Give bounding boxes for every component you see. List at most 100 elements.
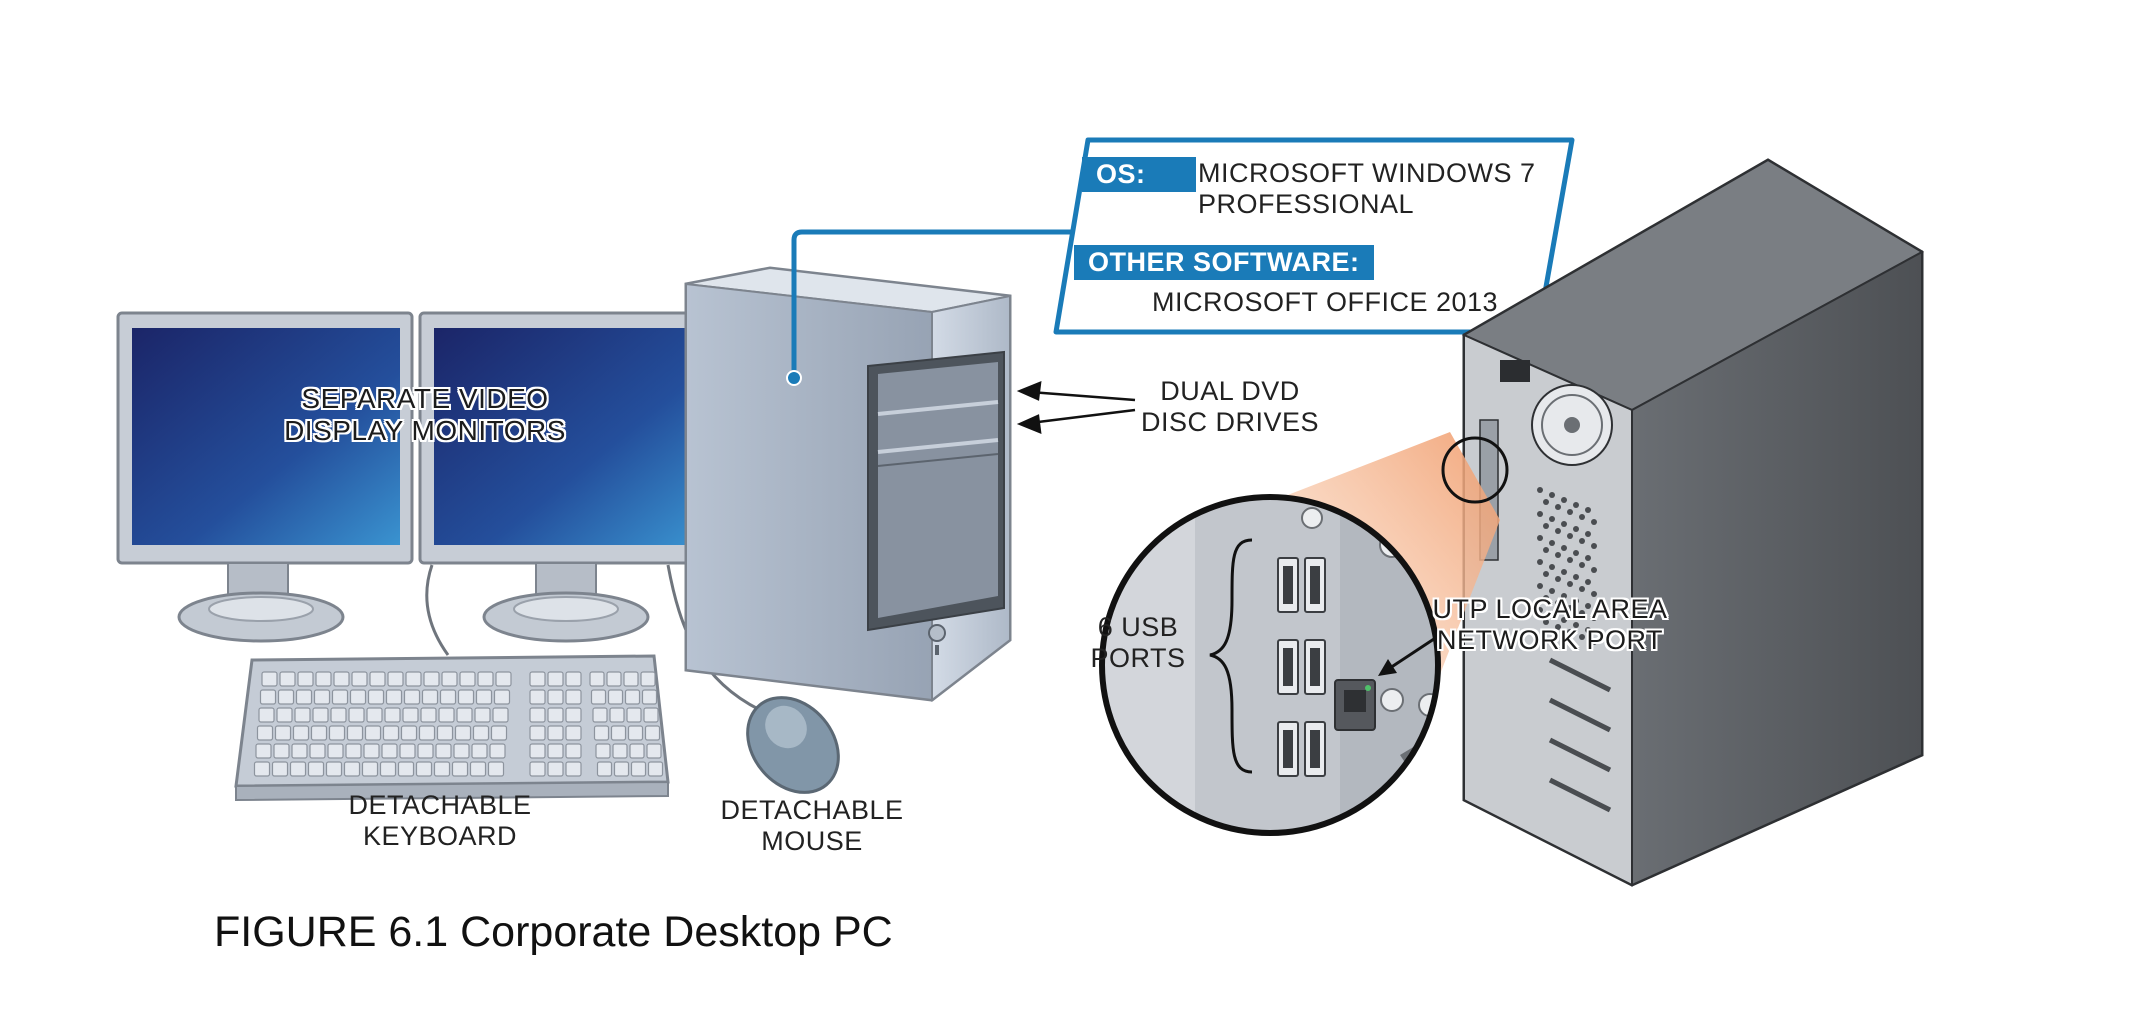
keyboard-key xyxy=(609,707,625,723)
keyboard-key xyxy=(384,707,401,723)
keyboard-key xyxy=(592,707,608,723)
keyboard-key xyxy=(292,725,310,741)
vent-hole xyxy=(1537,511,1543,517)
keyboard-key xyxy=(351,671,368,687)
keyboard-key xyxy=(379,761,397,777)
keyboard-key xyxy=(641,689,658,705)
keyboard-key xyxy=(472,725,490,741)
keyboard-key xyxy=(490,725,508,741)
keyboard-key xyxy=(387,671,404,687)
keyboard-key xyxy=(647,761,664,777)
vent-hole xyxy=(1561,617,1567,623)
other-software-heading: OTHER SOFTWARE: xyxy=(1074,245,1374,280)
vent-hole xyxy=(1561,569,1567,575)
vent-hole xyxy=(1585,555,1591,561)
vent-hole xyxy=(1561,545,1567,551)
monitor-left xyxy=(116,311,414,643)
keyboard-key xyxy=(529,671,546,687)
usb-port-slot xyxy=(1283,730,1293,768)
usb-port-slot xyxy=(1310,566,1320,604)
keyboard-key xyxy=(565,707,582,723)
keyboard-key xyxy=(363,743,380,759)
keyboard-key xyxy=(331,689,349,705)
usb-port-slot xyxy=(1283,648,1293,686)
zoom-detail-circle xyxy=(1099,494,1441,836)
keyboard-key xyxy=(291,743,308,759)
vent-hole xyxy=(1549,564,1555,570)
zoom-source-ring xyxy=(1441,436,1509,504)
usb-port-slot xyxy=(1310,730,1320,768)
os-value-line2: PROFESSIONAL xyxy=(1198,189,1415,220)
keyboard-key xyxy=(529,725,546,741)
keyboard-key xyxy=(364,725,382,741)
keyboard-key xyxy=(343,761,361,777)
keyboard-key xyxy=(529,761,546,777)
keyboard-key xyxy=(441,671,458,687)
keyboard-key xyxy=(469,761,487,777)
keyboard-key xyxy=(630,761,647,777)
drives-label-line1: DUAL DVD xyxy=(1160,376,1300,406)
vent-hole xyxy=(1585,507,1591,513)
vent-hole xyxy=(1549,612,1555,618)
rear-tower xyxy=(1461,158,1925,887)
keyboard-key xyxy=(289,761,307,777)
keyboard-key xyxy=(547,671,564,687)
keyboard-key xyxy=(640,671,656,687)
vent-hole xyxy=(1543,523,1549,529)
vent-hole xyxy=(1579,586,1585,592)
monitors-label-line2: DISPLAY MONITORS xyxy=(284,414,566,446)
keyboard-key xyxy=(276,707,293,723)
vent-hole xyxy=(1549,588,1555,594)
vent-hole xyxy=(1537,535,1543,541)
keyboard-key xyxy=(255,743,272,759)
keyboard-key xyxy=(624,689,641,705)
keyboard-key xyxy=(565,689,582,705)
keyboard-key xyxy=(433,761,451,777)
figure-caption: FIGURE 6.1 Corporate Desktop PC xyxy=(214,908,893,956)
keyboard-key xyxy=(415,761,433,777)
vent-hole xyxy=(1585,531,1591,537)
vent-hole xyxy=(1591,591,1597,597)
vent-hole xyxy=(1561,521,1567,527)
keyboard-key xyxy=(595,743,611,759)
keyboard-key xyxy=(295,689,313,705)
keyboard-key xyxy=(367,689,385,705)
keyboard-key xyxy=(402,707,419,723)
keyboard-key xyxy=(610,725,627,741)
keyboard-key xyxy=(258,707,275,723)
vent-hole xyxy=(1585,579,1591,585)
keyboard-key xyxy=(313,689,331,705)
keyboard-key xyxy=(643,707,659,723)
monitors-label-line1: SEPARATE VIDEO xyxy=(301,383,549,414)
keyboard-key xyxy=(397,761,415,777)
keyboard-key xyxy=(345,743,362,759)
keyboard-key xyxy=(590,689,607,705)
keyboard-key xyxy=(399,743,416,759)
usb-port-slot xyxy=(1283,566,1293,604)
usb-label-line2: PORTS xyxy=(1090,642,1186,673)
keyboard-key xyxy=(475,689,493,705)
network-label-line1: UTP LOCAL AREA xyxy=(1432,594,1668,624)
keyboard-key xyxy=(315,671,332,687)
vent-hole xyxy=(1573,574,1579,580)
vent-hole xyxy=(1591,615,1597,621)
vent-hole xyxy=(1537,559,1543,565)
keyboard-key xyxy=(435,743,452,759)
keyboard-key xyxy=(477,671,494,687)
keyboard-key xyxy=(492,707,509,723)
os-value: MICROSOFT WINDOWS 7 PROFESSIONAL xyxy=(1198,158,1536,220)
keyboard-key xyxy=(547,743,564,759)
keyboard-key xyxy=(297,671,314,687)
vent-hole xyxy=(1567,557,1573,563)
keyboard-key xyxy=(627,725,644,741)
keyboard-key xyxy=(547,725,564,741)
keyboard-key xyxy=(405,671,422,687)
keyboard-key xyxy=(253,761,271,777)
vent-hole xyxy=(1543,547,1549,553)
keyboard-key xyxy=(421,689,439,705)
keyboard-key xyxy=(596,761,613,777)
monitor-right xyxy=(418,311,716,643)
keyboard-key xyxy=(327,743,344,759)
keyboard-key xyxy=(439,689,457,705)
vent-hole xyxy=(1549,540,1555,546)
